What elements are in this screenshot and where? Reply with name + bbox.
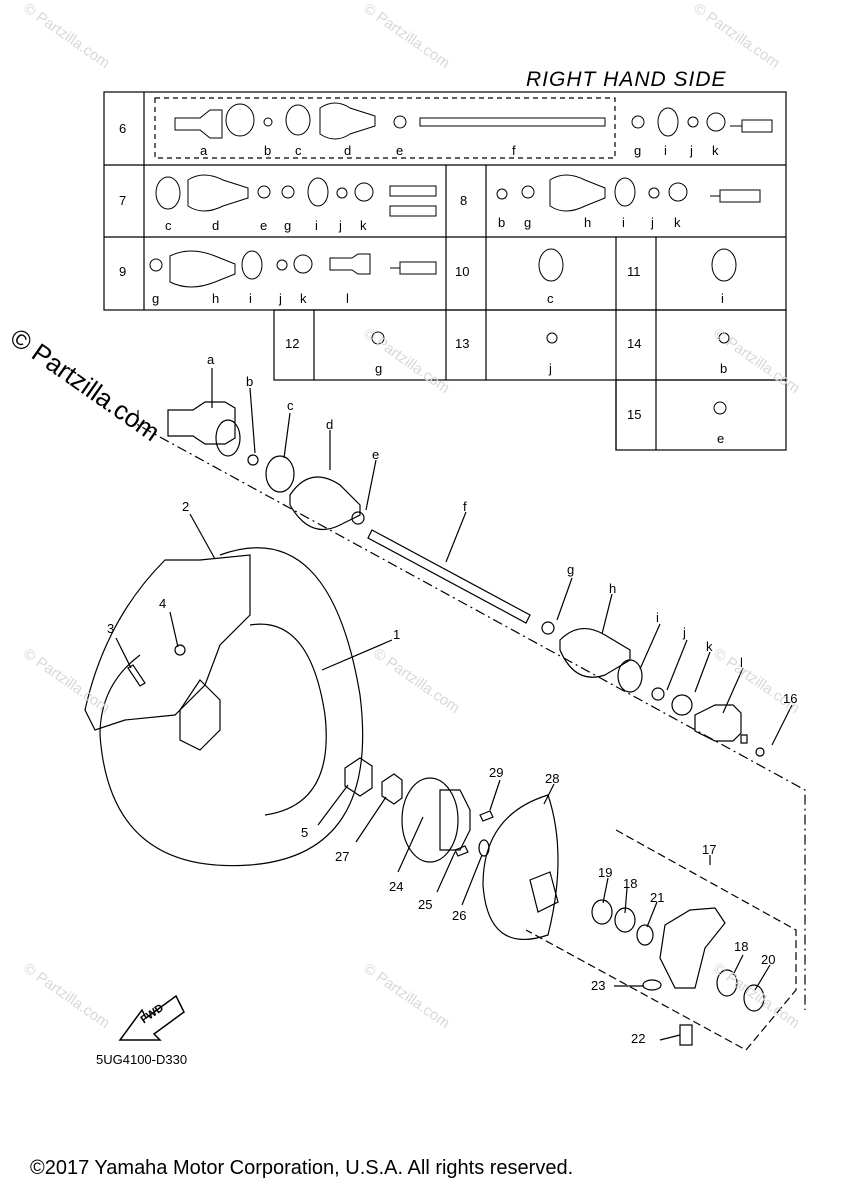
callout-number: 24 (389, 879, 404, 894)
callout-number: 4 (159, 596, 167, 611)
kit-letter: g (375, 361, 383, 376)
kit-letter: b (498, 215, 506, 230)
callout-letter: g (567, 562, 575, 577)
kit-letter: f (512, 143, 516, 158)
callout-number: 5 (301, 825, 309, 840)
callout-number: 17 (702, 842, 717, 857)
callout-number: 27 (335, 849, 350, 864)
kit-number: 15 (627, 407, 642, 422)
kit-letter: k (360, 218, 367, 233)
callout-number: 28 (545, 771, 560, 786)
kit-number: 6 (119, 121, 127, 136)
kit-letter: h (212, 291, 220, 306)
kit-letter: g (634, 143, 642, 158)
kit-number: 9 (119, 264, 127, 279)
callout-letter: b (246, 374, 254, 389)
kit-letter: j (339, 218, 342, 233)
callout-number: 20 (761, 952, 776, 967)
callout-letter: d (326, 417, 334, 432)
kit-letter: g (524, 215, 532, 230)
kit-number: 7 (119, 193, 127, 208)
callout-letter: k (706, 639, 713, 654)
kit-letter: j (690, 143, 693, 158)
kit-letter: g (284, 218, 292, 233)
kit-letter: c (165, 218, 172, 233)
callout-letter: f (463, 499, 467, 514)
kit-letter: h (584, 215, 592, 230)
kit-letter: c (295, 143, 302, 158)
kit-letter: g (152, 291, 160, 306)
copyright-notice: ©2017 Yamaha Motor Corporation, U.S.A. A… (30, 1157, 574, 1179)
kit-letter: i (721, 291, 724, 306)
callout-number: 29 (489, 765, 504, 780)
kit-table-frame (103, 91, 787, 311)
callout-letter: l (740, 655, 743, 670)
callout-letter: i (656, 610, 659, 625)
kit-letter: i (664, 143, 667, 158)
kit-letter: e (260, 218, 268, 233)
callout-number: 23 (591, 978, 606, 993)
kit-letter: j (651, 215, 654, 230)
kit-letter: b (720, 361, 728, 376)
kit-letter: i (622, 215, 625, 230)
callout-number: 22 (631, 1031, 646, 1046)
kit-letter: i (315, 218, 318, 233)
kit-number: 13 (455, 336, 470, 351)
callout-number: 18 (734, 939, 749, 954)
callout-number: 25 (418, 897, 433, 912)
callout-letter: e (372, 447, 380, 462)
kit-letter: k (674, 215, 681, 230)
kit-number: 8 (460, 193, 468, 208)
callout-letter: h (609, 581, 617, 596)
kit-letter: c (547, 291, 554, 306)
kit-letter: j (549, 361, 552, 376)
kit-letter: l (346, 291, 349, 306)
callout-number: 1 (393, 627, 401, 642)
kit-letter: b (264, 143, 272, 158)
kit-number: 11 (627, 264, 641, 279)
kit-letter: e (717, 431, 725, 446)
kit-letter: k (300, 291, 307, 306)
callout-number: 16 (783, 691, 798, 706)
callout-number: 26 (452, 908, 467, 923)
kit-letter: k (712, 143, 719, 158)
kit-number: 10 (455, 264, 470, 279)
kit-letter: e (396, 143, 404, 158)
callout-number: 18 (623, 876, 638, 891)
fwd-arrow-icon (118, 994, 185, 1041)
drawing-number: 5UG4100-D330 (96, 1052, 188, 1067)
callout-number: 2 (182, 499, 190, 514)
diagram-title: RIGHT HAND SIDE (526, 68, 727, 91)
kit-letter: j (279, 291, 282, 306)
kit-number: 12 (285, 336, 300, 351)
callout-number: 21 (650, 890, 665, 905)
kit-letter: d (344, 143, 352, 158)
callout-letter: a (207, 352, 215, 367)
callout-number: 19 (598, 865, 613, 880)
callout-number: 3 (107, 621, 115, 636)
kit-number: 14 (627, 336, 642, 351)
callout-letter: j (683, 625, 686, 640)
callout-letter: c (287, 398, 294, 413)
kit-letter: i (249, 291, 252, 306)
kit-letter: d (212, 218, 220, 233)
kit-letter: a (200, 143, 208, 158)
